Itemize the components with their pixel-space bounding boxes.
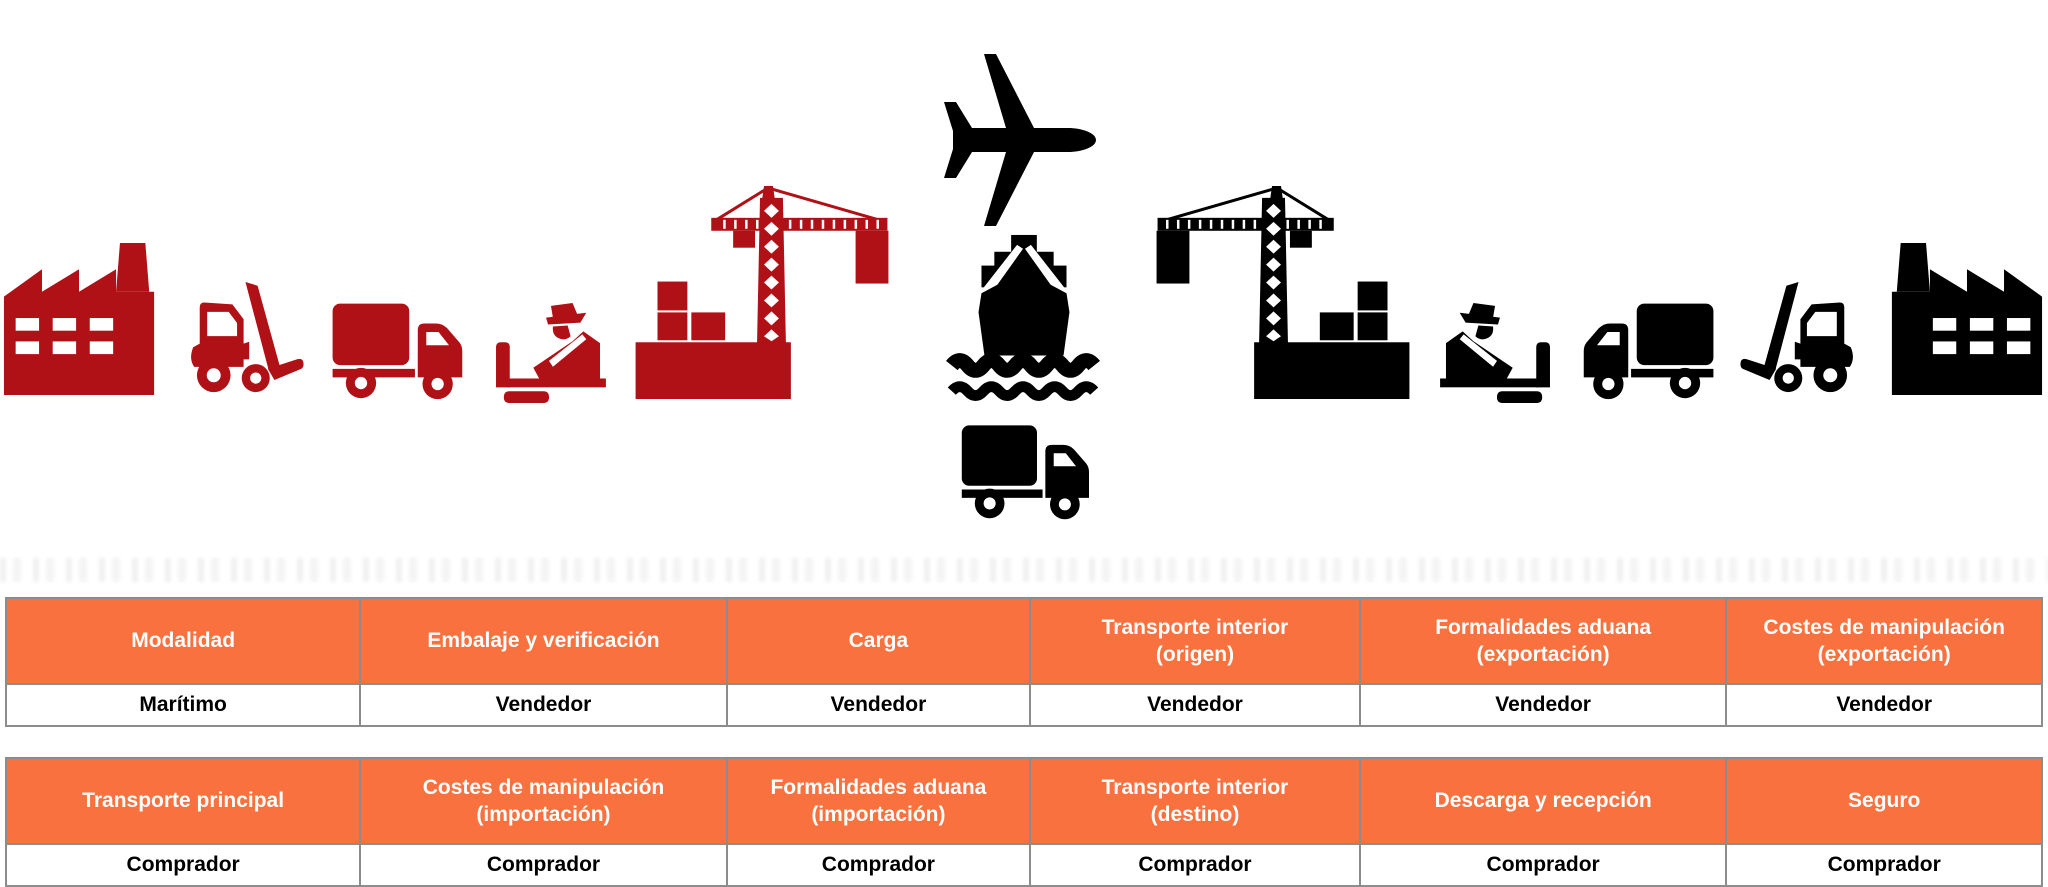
column-header: Formalidades aduana (exportación) [1358, 597, 1728, 685]
column-header: Carga [725, 597, 1032, 685]
harbor-crane-cargo-icon [1150, 182, 1410, 401]
column-header: Costes de manipulación (exportación) [1725, 597, 2043, 685]
buyer-table: Transporte principal Costes de manipulac… [4, 757, 2043, 887]
harbor-crane-cargo-icon [635, 182, 895, 401]
responsible-cell: Comprador [725, 843, 1032, 887]
header-row: Modalidad Embalaje y verificación Carga … [4, 597, 2043, 685]
column-header: Transporte interior (destino) [1029, 757, 1361, 845]
responsible-cell: Marítimo [4, 683, 362, 727]
forklift-icon [1736, 272, 1862, 403]
factory-icon [1888, 240, 2044, 398]
scan-artifact-band [0, 558, 2048, 582]
header-row: Transporte principal Costes de manipulac… [4, 757, 2043, 845]
column-header: Seguro [1725, 757, 2043, 845]
cargo-ship-icon [943, 231, 1103, 404]
column-header: Formalidades aduana (importación) [725, 757, 1032, 845]
responsible-cell: Vendedor [1358, 683, 1728, 727]
column-header: Descarga y recepción [1358, 757, 1728, 845]
seller-table: Modalidad Embalaje y verificación Carga … [4, 597, 2043, 727]
delivery-truck-icon [953, 418, 1095, 522]
truck-icon [322, 296, 470, 402]
column-header: Transporte principal [4, 757, 362, 845]
truck-icon [1576, 296, 1724, 402]
responsible-cell: Comprador [359, 843, 728, 887]
value-row: Marítimo Vendedor Vendedor Vendedor Vend… [4, 683, 2043, 727]
airplane-icon [930, 40, 1102, 230]
responsible-cell: Comprador [1725, 843, 2043, 887]
column-header: Costes de manipulación (importación) [359, 757, 728, 845]
customs-officer-icon [1438, 300, 1556, 404]
responsible-cell: Comprador [1029, 843, 1361, 887]
column-header: Modalidad [4, 597, 362, 685]
factory-icon [2, 240, 158, 398]
value-row: Comprador Comprador Comprador Comprador … [4, 843, 2043, 887]
column-header: Transporte interior (origen) [1029, 597, 1361, 685]
responsible-cell: Comprador [1358, 843, 1728, 887]
column-header: Embalaje y verificación [359, 597, 728, 685]
responsible-cell: Vendedor [725, 683, 1032, 727]
responsible-cell: Comprador [4, 843, 362, 887]
forklift-icon [182, 272, 308, 403]
responsible-cell: Vendedor [359, 683, 728, 727]
customs-officer-icon [490, 300, 608, 404]
responsible-cell: Vendedor [1725, 683, 2043, 727]
responsible-cell: Vendedor [1029, 683, 1361, 727]
